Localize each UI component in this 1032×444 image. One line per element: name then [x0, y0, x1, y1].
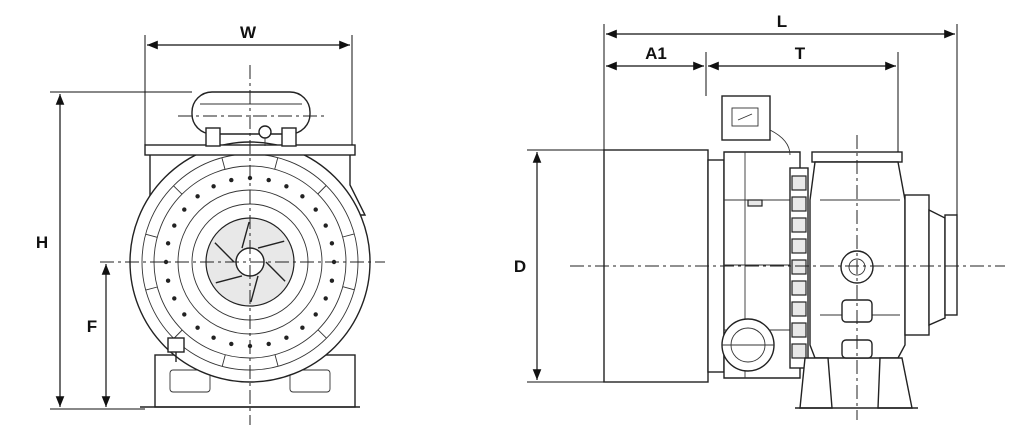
- side-bearing-stack: [789, 167, 809, 369]
- dimension-l: L: [603, 12, 958, 215]
- label-f: F: [87, 317, 97, 336]
- dimension-a1: A1: [606, 44, 707, 96]
- front-bolt-circle: [163, 175, 337, 349]
- dimension-h: H: [36, 91, 192, 410]
- dimension-f: F: [87, 264, 111, 407]
- front-oil-tank: [191, 91, 311, 147]
- front-view: W H F: [36, 23, 385, 425]
- label-l: L: [777, 12, 787, 31]
- dimension-t: T: [708, 44, 899, 152]
- side-view: L A1 T D: [514, 12, 1005, 420]
- label-a1: A1: [645, 44, 667, 63]
- side-turbine-casing: [809, 151, 958, 359]
- label-h: H: [36, 233, 48, 252]
- front-ribs: [145, 157, 355, 367]
- dimension-d: D: [514, 149, 604, 383]
- side-feet: [795, 357, 918, 409]
- side-gauge-box: [721, 95, 791, 156]
- label-d: D: [514, 257, 526, 276]
- front-impeller-vanes: [214, 221, 286, 303]
- label-t: T: [795, 44, 806, 63]
- dimension-w: W: [144, 23, 353, 145]
- side-outlet-pipe: [721, 318, 775, 372]
- label-w: W: [240, 23, 257, 42]
- front-drain-fitting: [167, 337, 185, 362]
